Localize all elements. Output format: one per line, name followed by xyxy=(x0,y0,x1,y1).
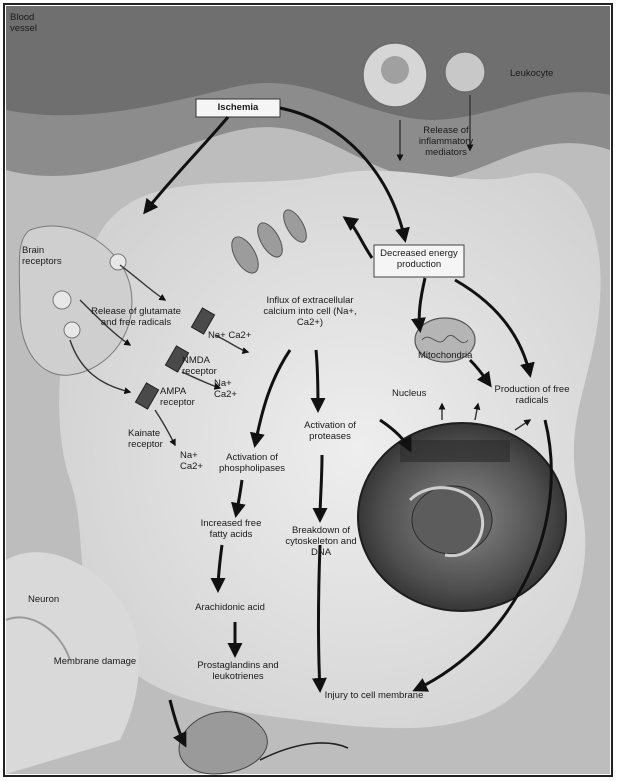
label-nmda-receptor: NMDA receptor xyxy=(182,355,228,377)
label-irreversible-injury: Injury to cell membrane xyxy=(304,690,444,701)
label-na-ca-2: Na+ Ca2+ xyxy=(214,378,254,400)
label-free-radicals: Production of free radicals xyxy=(490,384,574,406)
label-breakdown-cytoskeleton: Breakdown of cytoskeleton and DNA xyxy=(282,525,360,558)
label-neuron: Neuron xyxy=(28,594,78,605)
label-arachidonic-acid: Arachidonic acid xyxy=(185,602,275,613)
label-nucleus: Nucleus xyxy=(392,388,432,399)
leukocyte-nucleus xyxy=(381,56,409,84)
label-ischemia: Ischemia xyxy=(198,102,278,113)
label-activation-proteases: Activation of proteases xyxy=(294,420,366,442)
label-decreased-energy: Decreased energy production xyxy=(376,248,462,270)
label-increased-fatty-acids: Increased free fatty acids xyxy=(196,518,266,540)
label-activation-phospholipases: Activation of phospholipases xyxy=(210,452,294,474)
label-release-glutamate: Release of glutamate and free radicals xyxy=(88,306,184,328)
label-brain-receptors: Brain receptors xyxy=(22,245,74,267)
label-release-inflammatory: Release of inflammatory mediators xyxy=(400,125,492,158)
label-influx-calcium: Influx of extracellular calcium into cel… xyxy=(258,295,362,328)
label-mitochondria: Mitochondria xyxy=(418,350,474,361)
label-leukocyte: Leukocyte xyxy=(510,68,580,79)
label-prostaglandins: Prostaglandins and leukotrienes xyxy=(196,660,280,682)
nucleolus xyxy=(412,486,492,554)
label-blood-vessel: Blood vessel xyxy=(10,12,50,34)
leukocyte-small xyxy=(445,52,485,92)
nuclear-membrane-band xyxy=(400,440,510,462)
label-membrane-damage: Membrane damage xyxy=(40,656,150,667)
label-ampa-receptor: AMPA receptor xyxy=(160,386,210,408)
label-kainate-receptor: Kainate receptor xyxy=(128,428,178,450)
label-na-ca-1: Na+ Ca2+ xyxy=(208,330,252,341)
